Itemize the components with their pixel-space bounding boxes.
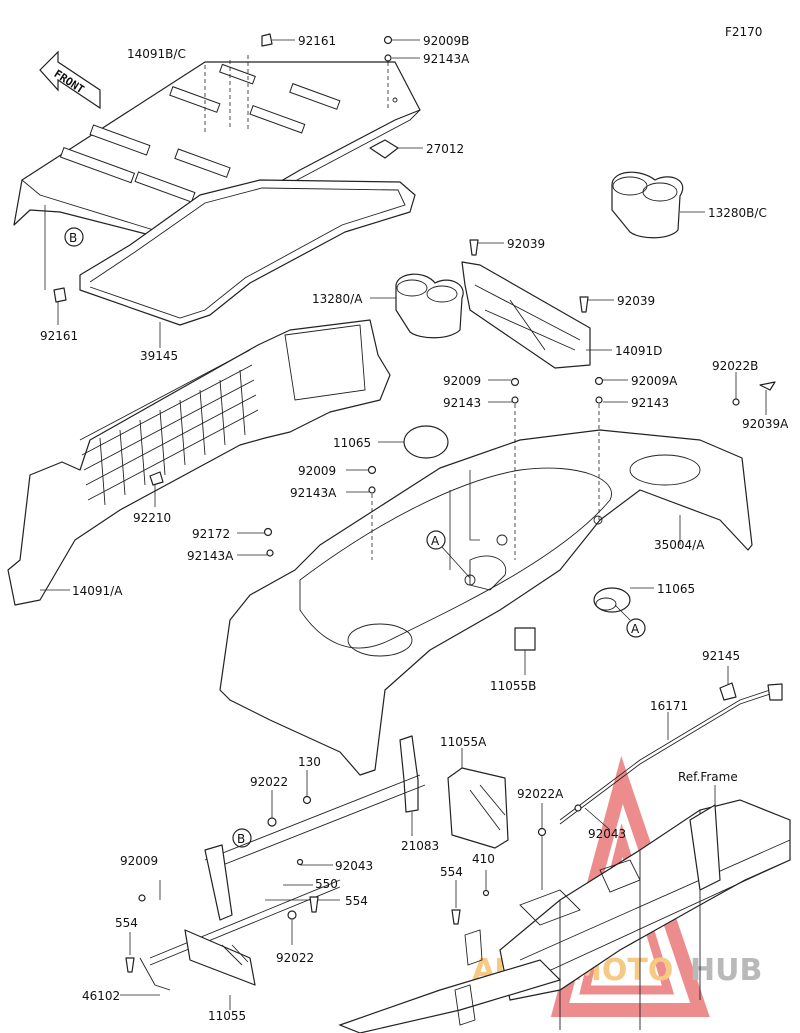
bolts-mid bbox=[237, 372, 776, 570]
seal-part bbox=[79, 179, 416, 326]
label-92161-top: 92161 bbox=[298, 34, 336, 48]
cable-16171 bbox=[559, 666, 783, 825]
label-92022a: 92022A bbox=[517, 787, 564, 801]
label-92210: 92210 bbox=[133, 511, 171, 525]
label-11065-right: 11065 bbox=[657, 582, 695, 596]
label-92009-left: 92009 bbox=[298, 464, 336, 478]
label-92043-low: 92043 bbox=[335, 859, 373, 873]
label-14091bc: 14091B/C bbox=[127, 47, 186, 61]
callout-a-2-letter: A bbox=[631, 622, 640, 636]
bracket-11055a bbox=[447, 748, 509, 849]
label-92172: 92172 bbox=[192, 527, 230, 541]
screw-92039-a bbox=[469, 239, 504, 256]
callout-b-1-letter: B bbox=[69, 231, 77, 245]
label-92039-b: 92039 bbox=[617, 294, 655, 308]
bracket-27012 bbox=[369, 139, 423, 159]
label-92022-low: 92022 bbox=[276, 951, 314, 965]
ref-frame bbox=[338, 799, 791, 1033]
ref-frame-label: Ref.Frame bbox=[678, 770, 738, 784]
label-35004a: 35004/A bbox=[654, 538, 705, 552]
clip-92161-left bbox=[44, 205, 67, 325]
label-46102: 46102 bbox=[82, 989, 120, 1003]
label-410: 410 bbox=[472, 852, 495, 866]
label-92143a-top: 92143A bbox=[423, 52, 470, 66]
cup-holder-13280a bbox=[370, 273, 464, 339]
label-92143-mid: 92143 bbox=[443, 396, 481, 410]
label-92009b: 92009B bbox=[423, 34, 469, 48]
fasteners-lower bbox=[125, 770, 611, 973]
label-14091d: 14091D bbox=[615, 344, 662, 358]
label-92039-a: 92039 bbox=[507, 237, 545, 251]
bracket-11055b bbox=[514, 627, 536, 675]
label-16171: 16171 bbox=[650, 699, 688, 713]
callout-a-2: A bbox=[614, 604, 646, 638]
part-labels: 14091B/C 92161 92009B 92143A 27012 13280… bbox=[40, 34, 789, 1023]
label-554-right: 554 bbox=[345, 894, 368, 908]
bolt-92009b bbox=[383, 35, 420, 110]
clip-92210 bbox=[149, 471, 164, 507]
label-554-mid: 554 bbox=[440, 865, 463, 879]
label-92143a-mid: 92143A bbox=[290, 486, 337, 500]
callout-a-1: A bbox=[426, 530, 471, 579]
label-92145: 92145 bbox=[702, 649, 740, 663]
label-27012: 27012 bbox=[426, 142, 464, 156]
label-14091a: 14091/A bbox=[72, 584, 123, 598]
cap-11065-right bbox=[593, 587, 654, 613]
tray-14091d bbox=[461, 261, 612, 369]
label-39145: 39145 bbox=[140, 349, 178, 363]
callout-b-2: B bbox=[232, 828, 252, 848]
watermark-text-hub: HUB bbox=[690, 953, 762, 988]
label-11065-top: 11065 bbox=[333, 436, 371, 450]
screw-92039-b bbox=[579, 296, 614, 313]
callout-b-1: B bbox=[64, 227, 84, 247]
front-arrow-icon: FRONT bbox=[39, 50, 101, 110]
label-92009-mid: 92009 bbox=[443, 374, 481, 388]
label-11055b: 11055B bbox=[490, 679, 536, 693]
label-92143a-low: 92143A bbox=[187, 549, 234, 563]
label-92161-left: 92161 bbox=[40, 329, 78, 343]
grille-14091a bbox=[7, 319, 391, 606]
callout-a-1-letter: A bbox=[431, 534, 440, 548]
label-92022-a: 92022 bbox=[250, 775, 288, 789]
label-550: 550 bbox=[315, 877, 338, 891]
label-92022b: 92022B bbox=[712, 359, 758, 373]
label-92039a: 92039A bbox=[742, 417, 789, 431]
rear-body-35004a bbox=[219, 429, 753, 776]
label-92009a: 92009A bbox=[631, 374, 678, 388]
label-13280bc: 13280B/C bbox=[708, 206, 767, 220]
label-92143-right: 92143 bbox=[631, 396, 669, 410]
bracket-21083 bbox=[399, 735, 419, 836]
cap-11065-top bbox=[378, 425, 449, 459]
label-13280a: 13280/A bbox=[312, 292, 363, 306]
label-130: 130 bbox=[298, 755, 321, 769]
label-11055: 11055 bbox=[208, 1009, 246, 1023]
label-11055a: 11055A bbox=[440, 735, 487, 749]
label-21083: 21083 bbox=[401, 839, 439, 853]
callout-b-2-letter: B bbox=[237, 832, 245, 846]
label-92009-low: 92009 bbox=[120, 854, 158, 868]
label-92043-right: 92043 bbox=[588, 827, 626, 841]
cup-holder-13280bc bbox=[611, 171, 705, 239]
clip-92161-top bbox=[261, 33, 295, 47]
label-554-left: 554 bbox=[115, 916, 138, 930]
figure-code: F2170 bbox=[725, 25, 762, 39]
rod-assembly bbox=[120, 774, 426, 1010]
